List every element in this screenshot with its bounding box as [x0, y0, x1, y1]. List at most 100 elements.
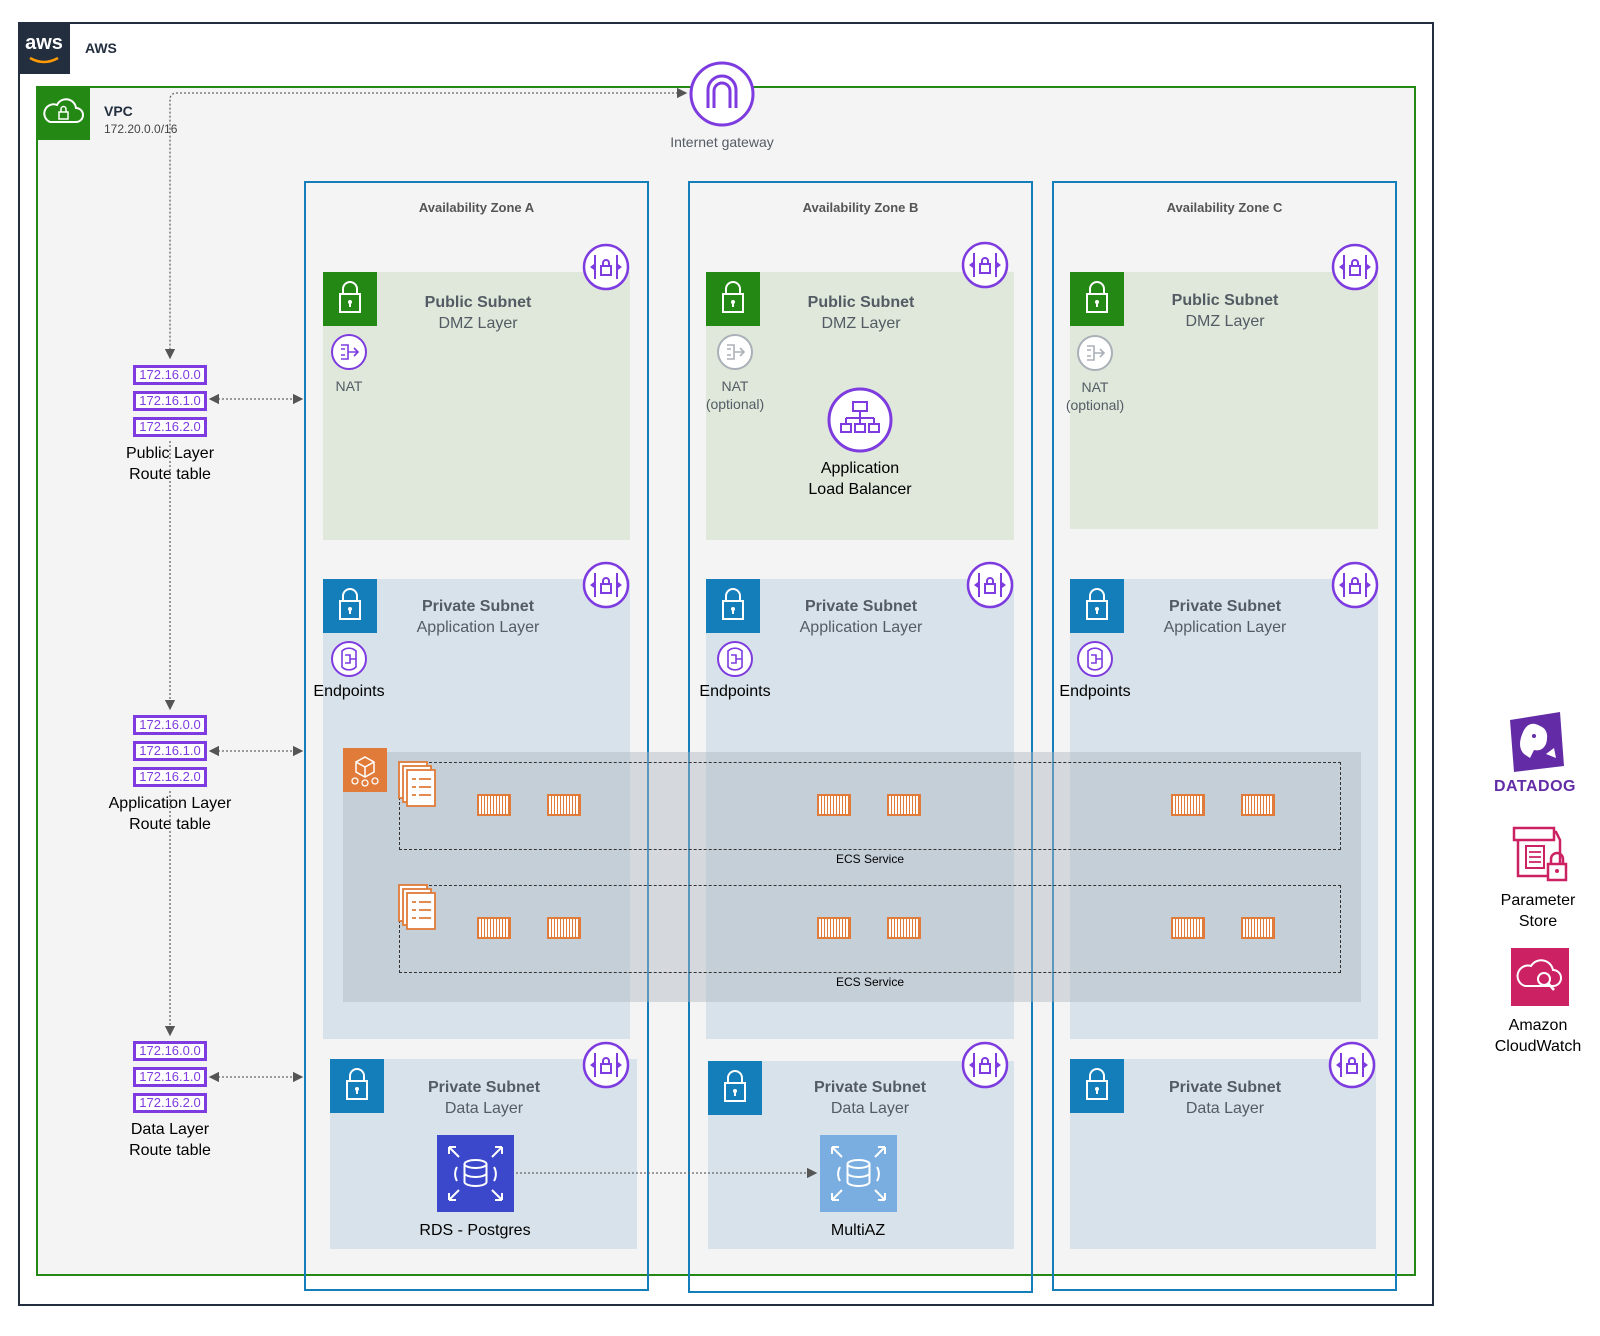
ecs-task-icon — [887, 794, 921, 816]
private-app-subnet-title: Private Subnet — [421, 598, 535, 615]
aws-label: AWS — [85, 40, 117, 56]
aws-smile-icon — [29, 56, 59, 64]
availability-zone-b-title: Availability Zone B — [802, 200, 919, 215]
ecs-cluster-group — [343, 752, 1361, 1002]
private-subnet-lock-icon — [323, 579, 377, 633]
public-subnet-title: Public Subnet — [807, 294, 915, 311]
public-subnet-layer: DMZ Layer — [1185, 313, 1265, 330]
private-subnet-lock-icon — [330, 1059, 384, 1113]
ecs-service-group — [399, 762, 1341, 850]
private-app-subnet-title: Private Subnet — [804, 598, 918, 615]
network-acl-icon — [961, 241, 1009, 289]
public-subnet-title: Public Subnet — [1171, 292, 1279, 309]
internet-gateway-icon — [689, 61, 755, 127]
cloudwatch-label-line2: CloudWatch — [1494, 1038, 1582, 1055]
network-acl-icon — [1328, 1041, 1376, 1089]
ecs-task-icon — [477, 794, 511, 816]
private-data-subnet-layer: Data Layer — [830, 1100, 910, 1117]
vpc-endpoint-icon — [717, 641, 753, 677]
private-subnet-lock-icon — [708, 1061, 762, 1115]
ecs-task-icon — [817, 794, 851, 816]
public-subnet-lock-icon — [706, 272, 760, 326]
load-balancer-icon — [827, 387, 893, 453]
ecs-cluster-icon — [343, 748, 387, 792]
parameter-store-icon — [1512, 826, 1568, 882]
aws-logo-text: aws — [25, 32, 63, 54]
vpc-endpoint-icon — [1077, 641, 1113, 677]
route-table-label: Data Layer — [130, 1121, 210, 1138]
datadog-icon — [1510, 712, 1564, 772]
ecs-task-icon — [887, 917, 921, 939]
ecs-service-label: ECS Service — [835, 975, 905, 989]
vpc-cidr: 172.20.0.0/16 — [104, 122, 178, 136]
nat-gateway-icon — [717, 334, 753, 370]
rds-label: RDS - Postgres — [419, 1222, 531, 1239]
ecs-task-icon — [547, 917, 581, 939]
cloudwatch-label-line1: Amazon — [1508, 1017, 1568, 1034]
route-table-entry: 172.16.0.0 — [133, 1041, 207, 1061]
vpc-cloud-icon — [36, 86, 90, 140]
multiaz-label: MultiAZ — [830, 1222, 886, 1239]
route-table-entry: 172.16.1.0 — [133, 391, 207, 411]
public-subnet-lock-icon — [1070, 272, 1124, 326]
private-data-subnet-layer: Data Layer — [1185, 1100, 1265, 1117]
parameter-store-label-line1: Parameter — [1500, 892, 1576, 909]
route-table-entry: 172.16.1.0 — [133, 741, 207, 761]
private-app-subnet-layer: Application Layer — [1163, 619, 1287, 636]
private-app-subnet-c — [1070, 579, 1378, 1039]
datadog-label: DATADOG — [1493, 778, 1576, 795]
aws-logo: aws — [18, 22, 70, 74]
nat-label: NAT — [335, 378, 363, 394]
ecs-service-label: ECS Service — [835, 852, 905, 866]
endpoints-label: Endpoints — [1059, 683, 1131, 700]
nat-optional-label: (optional) — [705, 396, 765, 412]
availability-zone-c: Availability Zone C — [1052, 181, 1397, 1291]
private-subnet-lock-icon — [706, 579, 760, 633]
private-data-subnet-layer: Data Layer — [444, 1100, 524, 1117]
nat-label: NAT — [1081, 379, 1109, 395]
network-acl-icon — [582, 1041, 630, 1089]
network-acl-icon — [1331, 561, 1379, 609]
ecs-task-icon — [477, 917, 511, 939]
route-table-entry: 172.16.2.0 — [133, 767, 207, 787]
availability-zone-c-title: Availability Zone C — [1166, 200, 1283, 215]
network-acl-icon — [582, 561, 630, 609]
ecs-task-icon — [817, 917, 851, 939]
nat-gateway-icon — [1077, 335, 1113, 371]
ecs-task-icon — [1241, 794, 1275, 816]
route-table-entry: 172.16.2.0 — [133, 417, 207, 437]
alb-label-line2: Load Balancer — [808, 481, 912, 498]
ecs-task-icon — [1241, 917, 1275, 939]
private-app-subnet-layer: Application Layer — [799, 619, 923, 636]
route-table-entry: 172.16.1.0 — [133, 1067, 207, 1087]
alb-label-line1: Application — [820, 460, 900, 477]
route-table-entry: 172.16.0.0 — [133, 365, 207, 385]
parameter-store-label-line2: Store — [1518, 913, 1558, 930]
ecs-task-icon — [1171, 794, 1205, 816]
rds-multiaz-icon — [820, 1135, 897, 1212]
private-app-subnet-b — [706, 579, 1014, 1039]
route-table-entry: 172.16.2.0 — [133, 1093, 207, 1113]
ecs-task-icon — [1171, 917, 1205, 939]
private-app-subnet-layer: Application Layer — [416, 619, 540, 636]
network-acl-icon — [1331, 243, 1379, 291]
endpoints-label: Endpoints — [699, 683, 771, 700]
route-table-label: Route table — [129, 1142, 211, 1159]
endpoints-label: Endpoints — [313, 683, 385, 700]
cloudwatch-icon — [1511, 948, 1569, 1006]
nat-optional-label: (optional) — [1065, 397, 1125, 413]
internet-gateway-label: Internet gateway — [670, 134, 774, 150]
network-acl-icon — [961, 1041, 1009, 1089]
private-data-subnet-title: Private Subnet — [1168, 1079, 1282, 1096]
private-data-subnet-title: Private Subnet — [813, 1079, 927, 1096]
availability-zone-b: Availability Zone B — [688, 181, 1033, 1293]
rds-database-icon — [437, 1135, 514, 1212]
nat-label: NAT — [721, 378, 749, 394]
task-definition-icon — [398, 884, 436, 930]
ecs-task-icon — [547, 794, 581, 816]
private-subnet-lock-icon — [1070, 1059, 1124, 1113]
ecs-service-group — [399, 885, 1341, 973]
private-data-subnet-title: Private Subnet — [427, 1079, 541, 1096]
vpc-title: VPC — [104, 103, 133, 119]
